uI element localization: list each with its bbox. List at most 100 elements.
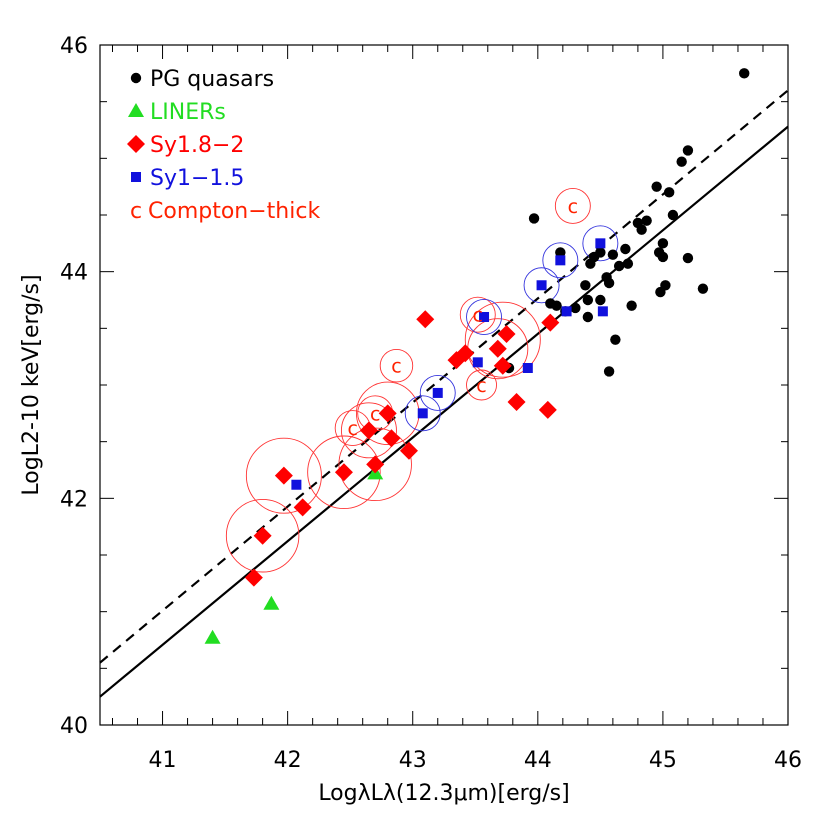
data-point xyxy=(651,181,662,192)
x-tick-label: 41 xyxy=(149,748,177,773)
source-ring xyxy=(523,267,560,304)
y-tick-label: 42 xyxy=(60,487,88,512)
data-point xyxy=(399,441,418,460)
source-ring xyxy=(542,242,579,279)
data-point xyxy=(641,215,652,226)
data-point xyxy=(585,258,596,269)
source-ring xyxy=(340,402,397,459)
source-ring xyxy=(466,299,502,335)
legend-label: Sy1−1.5 xyxy=(150,166,244,191)
data-point: c xyxy=(370,403,380,425)
data-point xyxy=(607,249,619,260)
y-axis-label: LogL2-10 keV[erg/s] xyxy=(19,274,44,495)
legend-marker xyxy=(127,135,145,153)
data-point xyxy=(657,251,669,263)
data-point xyxy=(382,429,401,448)
x-axis-label: LogλLλ(12.3μm)[erg/s] xyxy=(318,781,569,806)
source-ring xyxy=(554,187,591,224)
data-point xyxy=(663,187,675,198)
data-point xyxy=(620,243,631,255)
data-point xyxy=(595,247,606,258)
data-point xyxy=(274,466,293,485)
x-tick-label: 43 xyxy=(399,748,427,773)
data-point xyxy=(622,258,634,269)
data-point xyxy=(667,209,679,221)
data-point: c xyxy=(568,196,578,218)
source-ring xyxy=(245,437,322,514)
data-point xyxy=(479,312,490,322)
legend-label: PG quasars xyxy=(150,67,274,92)
legend-label: Sy1.8−2 xyxy=(150,133,244,158)
data-point xyxy=(378,404,397,423)
source-ring xyxy=(466,369,497,401)
data-point xyxy=(597,306,608,317)
source-ring xyxy=(419,374,456,411)
data-point xyxy=(636,224,647,235)
data-point xyxy=(676,156,687,167)
data-point xyxy=(582,294,594,306)
data-point xyxy=(432,387,443,398)
data-point: c xyxy=(476,375,486,397)
data-point xyxy=(555,247,566,258)
legend-marker xyxy=(131,172,141,182)
data-point xyxy=(613,260,625,272)
data-point xyxy=(522,363,533,373)
y-tick-label: 46 xyxy=(60,34,88,59)
data-point xyxy=(416,310,435,329)
data-point xyxy=(603,366,615,377)
x-tick-label: 45 xyxy=(649,748,677,773)
data-point xyxy=(456,344,475,363)
legend-label: Compton−thick xyxy=(148,199,320,224)
data-point xyxy=(739,68,750,79)
x-tick-label: 42 xyxy=(274,748,302,773)
data-point xyxy=(204,629,221,644)
data-point xyxy=(595,294,606,306)
data-point: c xyxy=(391,356,401,378)
data-point xyxy=(472,357,483,368)
source-ring xyxy=(225,499,300,573)
data-point xyxy=(291,479,302,490)
legend-label: LINERs xyxy=(150,100,226,125)
data-point xyxy=(366,455,385,474)
data-point xyxy=(507,393,526,411)
legend-marker xyxy=(130,72,142,84)
data-point xyxy=(595,238,606,249)
data-point xyxy=(541,313,560,332)
source-ring xyxy=(582,225,619,262)
data-point xyxy=(603,277,615,289)
data-point xyxy=(528,213,540,224)
data-point: c xyxy=(347,418,357,440)
data-point xyxy=(253,526,272,545)
data-point xyxy=(626,300,637,311)
y-tick-label: 44 xyxy=(60,261,88,286)
data-point xyxy=(655,286,666,298)
data-point xyxy=(538,400,557,419)
source-ring xyxy=(379,349,414,383)
source-ring xyxy=(464,301,541,378)
data-point xyxy=(610,334,621,345)
data-point xyxy=(493,356,512,375)
data-point xyxy=(359,421,378,440)
solid-fit-line xyxy=(99,125,789,698)
data-point: c xyxy=(473,305,483,327)
data-point xyxy=(263,595,280,610)
data-point xyxy=(682,145,694,156)
legend-symbol: c xyxy=(130,199,142,224)
y-tick-label: 40 xyxy=(60,714,88,739)
data-point xyxy=(561,306,572,317)
data-point xyxy=(293,498,312,517)
data-point xyxy=(555,255,566,266)
legend-marker xyxy=(128,103,144,117)
data-point xyxy=(582,311,594,323)
plot-frame xyxy=(99,44,789,726)
source-ring xyxy=(404,395,441,432)
data-point xyxy=(545,298,556,309)
data-point xyxy=(497,325,516,343)
data-point xyxy=(334,463,353,482)
source-ring xyxy=(307,435,381,509)
